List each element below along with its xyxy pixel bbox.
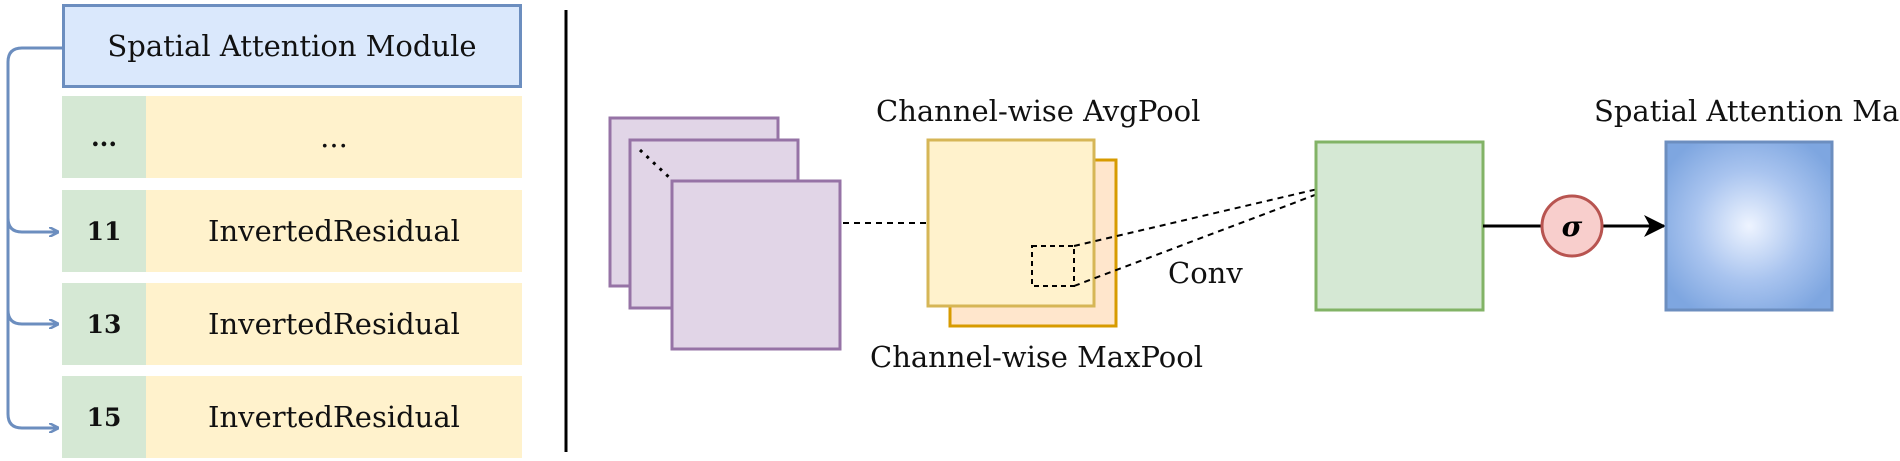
row-index-11: 11 <box>86 216 122 246</box>
row-index-15: 15 <box>86 402 122 432</box>
conv-label: Conv <box>1168 256 1243 290</box>
spatial-attention-map <box>1664 140 1834 312</box>
conv-projection-bottom <box>1073 180 1353 287</box>
row-name-cell: ... <box>146 96 522 178</box>
row-index-cell: 15 <box>62 376 146 458</box>
row-name-ellipsis: ... <box>320 120 348 154</box>
row-index-13: 13 <box>86 309 122 339</box>
skip-branch-11 <box>6 217 58 232</box>
conv-kernel-window <box>1031 245 1075 287</box>
row-name-11: InvertedResidual <box>208 214 460 248</box>
row-name-13: InvertedResidual <box>208 307 460 341</box>
row-index-ellipsis: ... <box>90 122 118 152</box>
row-name-cell: InvertedResidual <box>146 283 522 365</box>
avgpool-map <box>926 138 1096 308</box>
skip-branch-13 <box>6 309 58 324</box>
row-index-cell: 13 <box>62 283 146 365</box>
sigmoid-node <box>1540 194 1604 258</box>
avgpool-label: Channel-wise AvgPool <box>876 94 1201 128</box>
conv-projection-top <box>1073 180 1353 247</box>
row-name-cell: InvertedResidual <box>146 190 522 272</box>
output-label: Spatial Attention Map <box>1594 94 1900 128</box>
maxpool-label: Channel-wise MaxPool <box>870 340 1203 374</box>
module-title: Spatial Attention Module <box>107 29 477 63</box>
skip-connection-line <box>6 46 62 428</box>
stack-dots <box>638 148 674 182</box>
module-title-box: Spatial Attention Module <box>62 4 522 88</box>
feature-map-front <box>670 179 842 351</box>
row-index-cell: ... <box>62 96 146 178</box>
row-index-cell: 11 <box>62 190 146 272</box>
row-name-cell: InvertedResidual <box>146 376 522 458</box>
conv-output-map <box>1314 140 1485 312</box>
sigmoid-symbol: σ <box>1562 210 1583 243</box>
row-name-15: InvertedResidual <box>208 400 460 434</box>
